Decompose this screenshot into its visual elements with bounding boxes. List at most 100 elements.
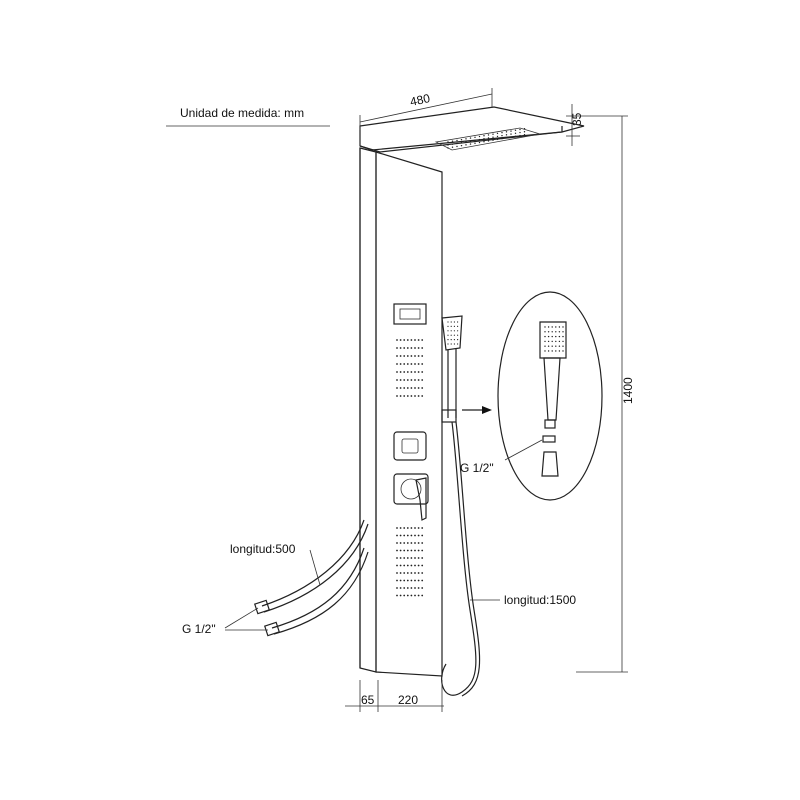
- nozzle-dot: [403, 339, 406, 341]
- nozzle-dot: [558, 326, 561, 328]
- nozzle-dot: [451, 143, 454, 145]
- nozzle-dot: [406, 387, 409, 389]
- nozzle-dot: [421, 527, 424, 529]
- detail-ellipse: [497, 291, 603, 501]
- nozzle-dot: [406, 395, 409, 397]
- nozzle-dot: [406, 339, 409, 341]
- nozzle-dot: [414, 549, 416, 552]
- nozzle-dot: [396, 579, 398, 582]
- nozzle-dot: [414, 395, 416, 397]
- nozzle-dot: [406, 527, 409, 529]
- nozzle-dot: [396, 564, 398, 567]
- nozzle-dot: [417, 371, 420, 373]
- nozzle-dot: [403, 572, 406, 574]
- nozzle-dot: [421, 572, 424, 574]
- nozzle-dot: [460, 144, 463, 147]
- nozzle-dot: [510, 136, 512, 138]
- nozzle-dot: [399, 594, 402, 597]
- nozzle-dot: [410, 557, 413, 559]
- nozzle-dot: [396, 339, 398, 341]
- nozzle-dot: [410, 379, 413, 381]
- nozzle-dot: [456, 139, 458, 142]
- nozzle-dot: [447, 147, 449, 149]
- nozzle-dot: [399, 339, 402, 341]
- nozzle-dot: [555, 331, 557, 333]
- nozzle-dot: [406, 355, 409, 357]
- nozzle-dot: [414, 534, 416, 537]
- nozzle-dot: [450, 321, 452, 323]
- nozzle-dot: [417, 572, 420, 574]
- detail-hose-end: [541, 451, 559, 477]
- dim-35-label: 35: [570, 112, 584, 126]
- nozzle-dot: [399, 587, 402, 589]
- nozzle-dot: [396, 355, 398, 357]
- nozzle-dot: [457, 330, 459, 332]
- nozzle-dot: [447, 334, 449, 336]
- nozzle-dot: [487, 134, 490, 136]
- nozzle-dot: [551, 331, 553, 333]
- inlet-thread-label: G 1/2": [182, 622, 216, 636]
- nozzle-dot: [403, 387, 406, 389]
- nozzle-dot: [403, 549, 406, 552]
- nozzle-dot: [562, 350, 564, 352]
- inlet-hose-1: [261, 519, 365, 607]
- nozzle-dot: [399, 355, 402, 357]
- nozzle-dot: [403, 564, 406, 567]
- nozzle-dot: [544, 331, 546, 333]
- nozzle-dot: [457, 334, 459, 336]
- nozzle-dot: [410, 347, 413, 349]
- nozzle-dot: [562, 340, 564, 343]
- nozzle-dot: [410, 564, 413, 567]
- shower-hose-length-group: longitud:1500: [470, 593, 576, 607]
- nozzle-dot: [558, 340, 561, 343]
- head-spray-area: [434, 127, 541, 151]
- nozzle-dot: [410, 594, 413, 597]
- nozzle-dot: [562, 326, 564, 328]
- nozzle-dot: [450, 343, 452, 345]
- nozzle-dot: [403, 355, 406, 357]
- nozzle-dot: [403, 347, 406, 349]
- unit-label-group: Unidad de medida: mm: [166, 106, 330, 127]
- nozzle-dot: [505, 134, 508, 136]
- nozzle-dot: [547, 350, 550, 352]
- hand-shower-head: [441, 315, 463, 351]
- nozzle-dot: [551, 340, 553, 343]
- nozzle-dot: [406, 587, 409, 589]
- nozzle-dot: [396, 395, 398, 397]
- hand-shower-nozzles: [447, 321, 459, 345]
- display-screen: [399, 308, 421, 320]
- inlet-hose-2-outer: [273, 551, 369, 635]
- nozzle-dot: [406, 572, 409, 574]
- nozzle-dot: [417, 527, 420, 529]
- nozzle-dot: [547, 340, 550, 343]
- nozzle-dot: [457, 343, 459, 345]
- nozzle-dot: [555, 345, 557, 347]
- nozzle-dot: [547, 331, 550, 333]
- nozzle-dot: [551, 326, 553, 328]
- nozzle-dot: [406, 379, 409, 381]
- nozzle-dot: [453, 334, 455, 336]
- nozzle-dot: [465, 141, 467, 143]
- nozzle-dot: [450, 339, 452, 341]
- nozzle-dot: [523, 134, 526, 136]
- nozzle-dot: [453, 325, 455, 327]
- nozzle-dot: [457, 321, 459, 323]
- nozzle-dot: [403, 557, 406, 559]
- nozzle-dot: [421, 534, 424, 537]
- nozzle-dot: [396, 587, 398, 589]
- shower-hose: [441, 421, 477, 696]
- nozzle-dot: [447, 144, 449, 146]
- dim-480-line: [359, 93, 493, 123]
- nozzle-dot: [457, 339, 459, 341]
- nozzle-dot: [421, 387, 424, 389]
- nozzle-dot: [414, 355, 416, 357]
- head-top-face: [359, 106, 585, 151]
- nozzle-dot: [487, 137, 490, 139]
- nozzle-dot: [399, 347, 402, 349]
- nozzle-dot: [406, 542, 409, 544]
- nozzle-dot: [510, 133, 512, 135]
- nozzle-dot: [496, 135, 499, 138]
- nozzle-dot: [399, 542, 402, 544]
- nozzle-dot: [469, 143, 472, 145]
- nozzle-dot: [417, 542, 420, 544]
